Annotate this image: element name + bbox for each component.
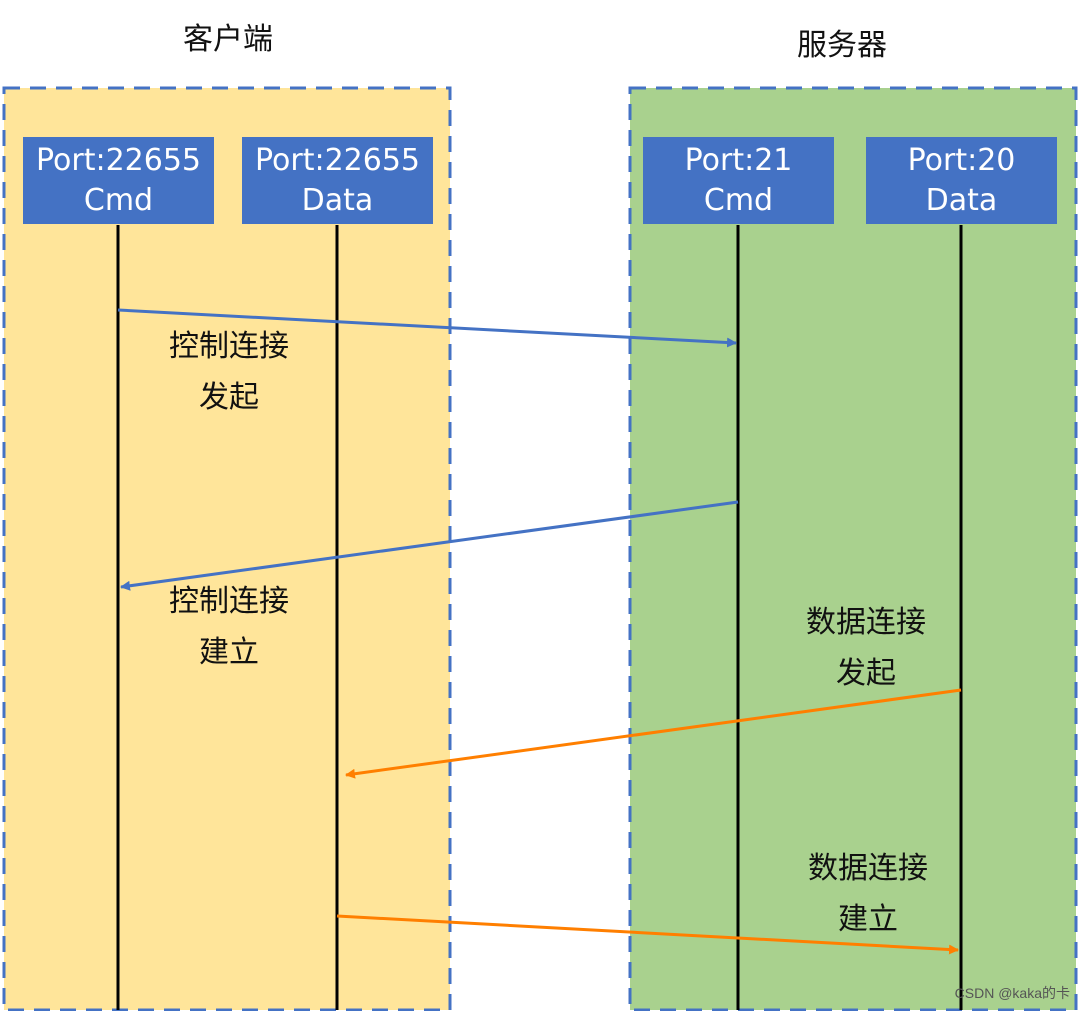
server-panel (628, 86, 1078, 1011)
client-panel (2, 86, 452, 1011)
port-role: Cmd (83, 182, 154, 218)
port-role: Data (925, 182, 998, 218)
arrow-data-connect-established (336, 914, 959, 955)
server-title: 服务器 (797, 28, 887, 63)
server-cmd-port-box: Port:21 Cmd (643, 137, 834, 224)
client-title: 客户端 (183, 22, 273, 57)
note-line: 控制连接 (169, 329, 289, 364)
port-label: Port:20 (907, 142, 1016, 178)
note-line: 控制连接 (169, 584, 289, 619)
note-line: 建立 (838, 902, 898, 937)
port-role: Cmd (703, 182, 774, 218)
watermark: CSDN @kaka的卡 (954, 985, 1070, 1001)
client-cmd-port-box: Port:22655 Cmd (23, 137, 214, 224)
note-control-connect-established: 控制连接 建立 (148, 576, 310, 678)
port-label: Port:22655 (35, 142, 201, 178)
arrow-data-connect-init (345, 688, 962, 779)
note-data-connect-established: 数据连接 建立 (787, 843, 949, 945)
port-role: Data (301, 182, 374, 218)
port-label: Port:21 (684, 142, 793, 178)
note-line: 数据连接 (808, 851, 928, 886)
note-data-connect-init: 数据连接 发起 (785, 597, 947, 699)
arrow-control-connect-init (117, 308, 737, 348)
note-line: 发起 (199, 380, 259, 415)
port-label: Port:22655 (254, 142, 420, 178)
client-data-port-box: Port:22655 Data (242, 137, 433, 224)
note-line: 数据连接 (806, 605, 926, 640)
server-data-port-box: Port:20 Data (866, 137, 1057, 224)
arrow-control-connect-established (120, 500, 739, 591)
note-control-connect-init: 控制连接 发起 (148, 321, 310, 423)
note-line: 发起 (836, 656, 896, 691)
note-line: 建立 (199, 635, 259, 670)
